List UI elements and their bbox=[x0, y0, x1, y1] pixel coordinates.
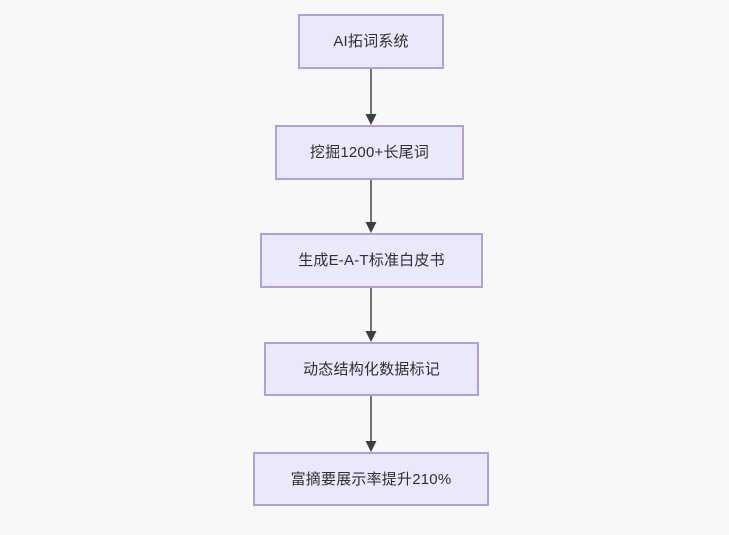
flow-node-dynamic-structured-data-markup[interactable]: 动态结构化数据标记 bbox=[264, 342, 479, 396]
flow-node-label: AI拓词系统 bbox=[333, 33, 409, 50]
edge-n2-n3 bbox=[365, 180, 377, 233]
flow-node-label: 动态结构化数据标记 bbox=[303, 360, 440, 378]
flow-node-rich-snippet-rate-increase[interactable]: 富摘要展示率提升210% bbox=[253, 452, 489, 506]
edge-n1-n2 bbox=[365, 69, 377, 125]
edge-n4-n5 bbox=[365, 396, 377, 452]
edge-n3-n4 bbox=[365, 288, 377, 342]
flow-node-label: 富摘要展示率提升210% bbox=[290, 470, 452, 488]
flow-node-label: 生成E-A-T标准白皮书 bbox=[298, 252, 445, 269]
flow-node-generate-eat-whitepaper[interactable]: 生成E-A-T标准白皮书 bbox=[260, 233, 483, 288]
flow-node-ai-keyword-system[interactable]: AI拓词系统 bbox=[298, 14, 444, 69]
flow-node-mine-long-tail-keywords[interactable]: 挖掘1200+长尾词 bbox=[275, 125, 464, 180]
flow-node-label: 挖掘1200+长尾词 bbox=[309, 144, 430, 161]
